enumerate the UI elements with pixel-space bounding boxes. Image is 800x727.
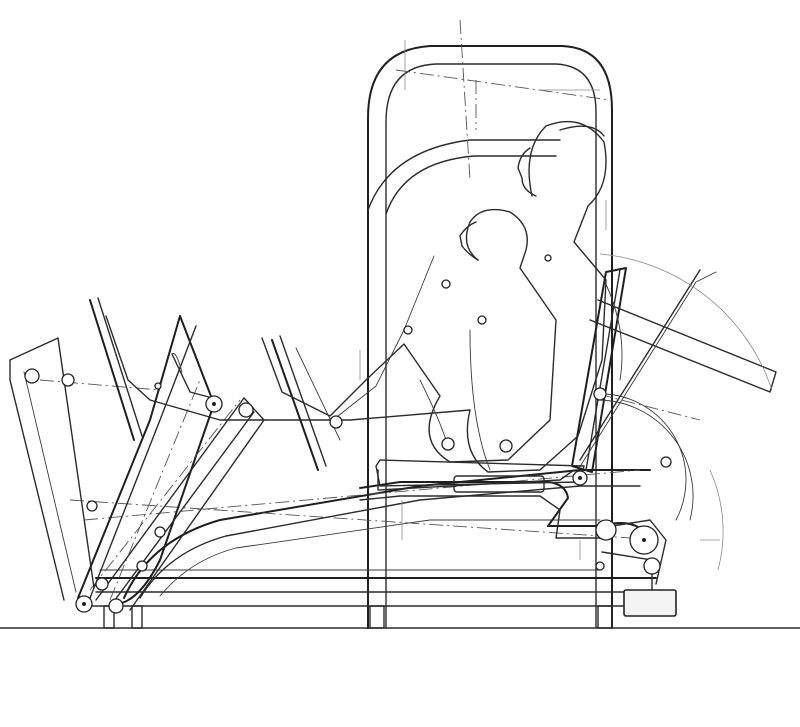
main-beam (69, 469, 661, 599)
backrest (571, 267, 777, 477)
foot-plate-extended (89, 297, 143, 441)
figure-rear (105, 120, 623, 473)
construction-marks (359, 200, 720, 560)
foot-plate-retracted (271, 335, 341, 471)
base-rails (79, 569, 657, 629)
weight-linkage (595, 519, 677, 617)
adjustment-arcs (597, 253, 773, 571)
figure-joints (154, 254, 552, 453)
upright-frame (367, 19, 613, 629)
machine-pivots (24, 368, 672, 614)
front-swing-arm (77, 315, 265, 611)
figure-front (171, 208, 557, 463)
left-end-frame (9, 337, 161, 601)
weight-block (623, 589, 677, 617)
